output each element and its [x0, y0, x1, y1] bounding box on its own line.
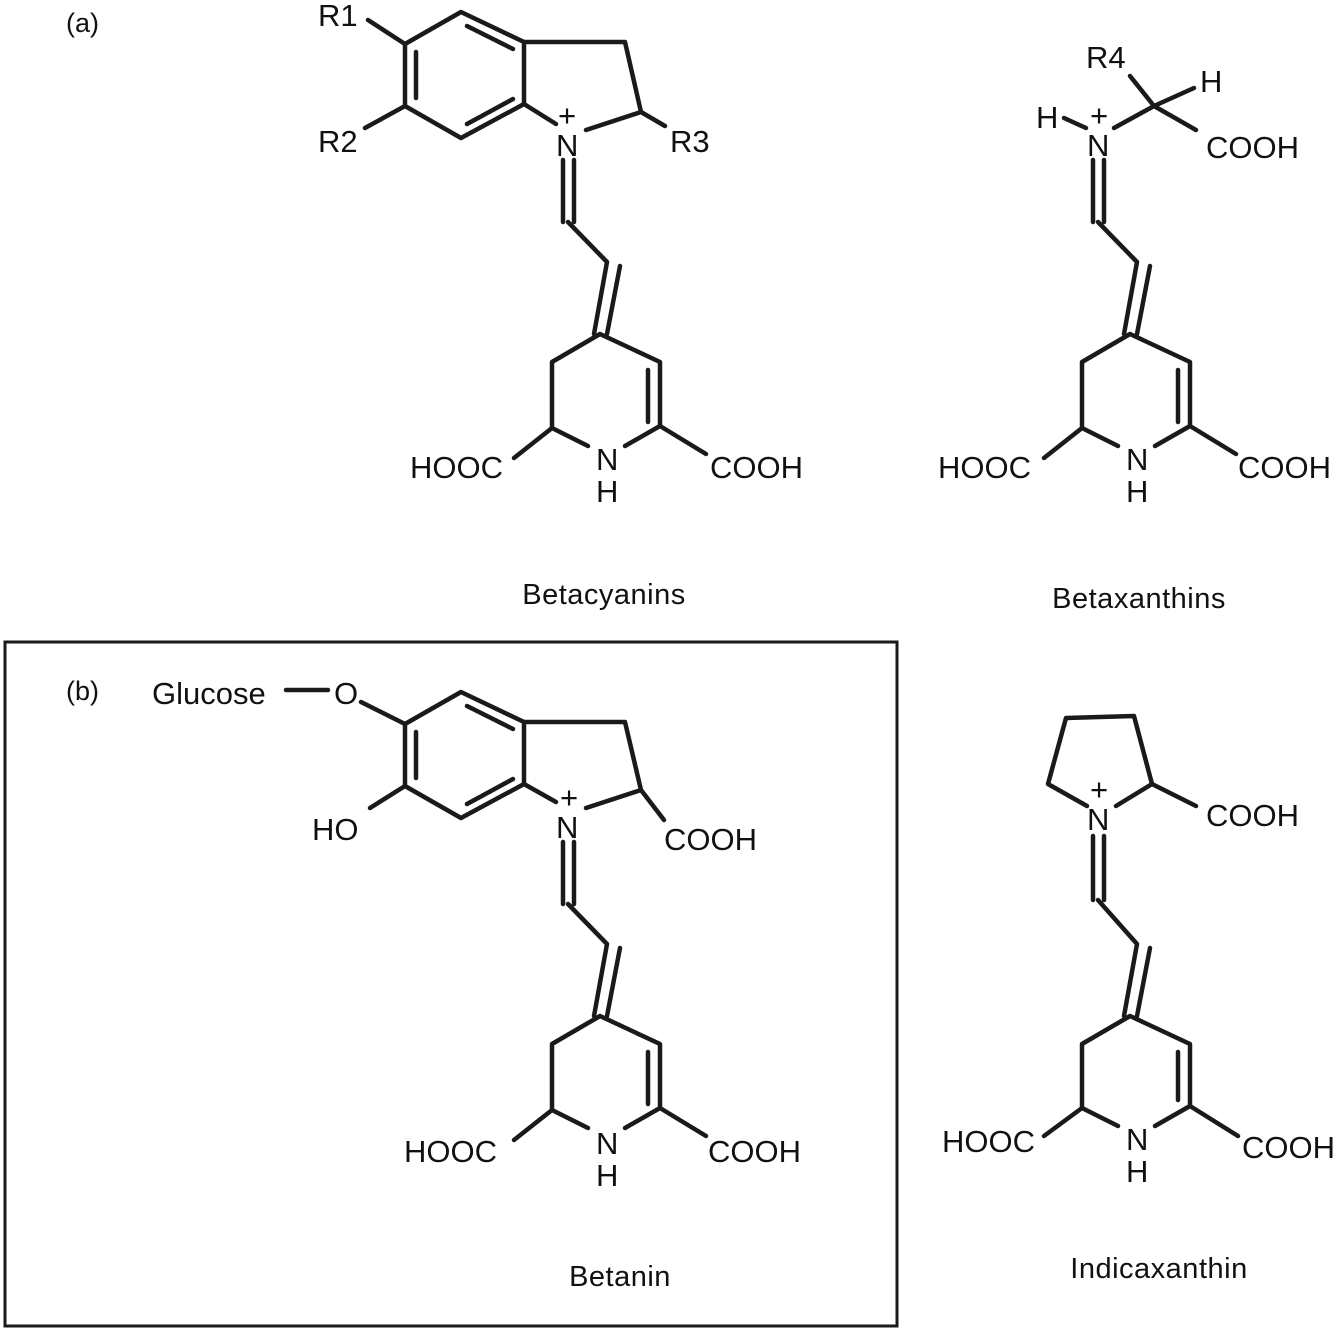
betanin-caption: Betanin: [569, 1261, 671, 1293]
betanin-o-label: O: [334, 676, 358, 711]
betanin-glucose-bond: [283, 687, 408, 727]
betacyanins-r3-label: R3: [670, 124, 710, 159]
indicaxanthin-nh-n-label: N: [1126, 1122, 1148, 1157]
betacyanins-cooh-label: COOH: [710, 450, 803, 485]
betaxanthins-side-cooh-label: COOH: [1206, 130, 1299, 165]
betacyanins-n-double-bond: [560, 157, 577, 225]
betaxanthins-structure: R4 H H N + COOH HOOC COOH N H Betaxanthi…: [938, 40, 1331, 615]
betanin-benzene-inner-bonds: [413, 703, 516, 807]
indicaxanthin-nh-h-label: H: [1126, 1154, 1148, 1189]
indicaxanthin-pyrrolidine-ring: [1045, 713, 1155, 809]
indicaxanthin-n-plus-label: N: [1087, 802, 1109, 837]
betanin-n-double-bond: [560, 839, 577, 907]
betanin-hooc-label: HOOC: [404, 1134, 497, 1169]
indicaxanthin-carboxyl-bonds: [1041, 1103, 1241, 1139]
betaxanthins-n-double-bond: [1090, 157, 1107, 225]
betacyanins-r1-label: R1: [318, 0, 358, 33]
betacyanins-pyrroline-ring: [521, 39, 644, 133]
betacyanins-hooc-label: HOOC: [410, 450, 503, 485]
betaxanthins-nh-n-label: N: [1126, 442, 1148, 477]
betacyanins-r2-label: R2: [318, 124, 358, 159]
betacyanins-charge-label: +: [558, 98, 576, 133]
betacyanins-caption: Betacyanins: [522, 579, 686, 611]
betanin-pyrroline-ring: [521, 719, 644, 811]
betanin-dihydropyridine-ring: [549, 1013, 663, 1131]
betanin-benzene-ring: [402, 689, 527, 821]
indicaxanthin-cooh-label: COOH: [1242, 1130, 1335, 1165]
betanin-nh-n-label: N: [596, 1126, 618, 1161]
panel-label-a: (a): [66, 8, 99, 38]
betanin-cooh-label: COOH: [708, 1134, 801, 1169]
betaxanthins-hooc-label: HOOC: [938, 450, 1031, 485]
betacyanins-carboxyl-bonds: [511, 423, 709, 461]
betacyanins-nh-h-label: H: [596, 474, 618, 509]
betanin-side-cooh-label: COOH: [664, 822, 757, 857]
betacyanins-polyene-chain: [565, 219, 623, 337]
panel-b-frame: [3, 640, 899, 1328]
betanin-ho-label: HO: [312, 812, 359, 847]
betanin-structure: Glucose O HO N + COOH HOOC COOH N H Beta…: [152, 676, 801, 1293]
indicaxanthin-polyene-chain: [1095, 897, 1153, 1019]
indicaxanthin-dihydropyridine-ring: [1079, 1013, 1193, 1129]
betacyanins-dihydropyridine-ring: [549, 331, 663, 449]
betanin-substituent-bonds: [367, 783, 667, 823]
indicaxanthin-charge-label: +: [1090, 772, 1108, 807]
indicaxanthin-n-double-bond: [1090, 833, 1107, 903]
betaxanthins-n-plus-label: N: [1087, 128, 1109, 163]
betacyanins-benzene-ring: [402, 9, 527, 141]
betaxanthins-h-top-label: H: [1200, 64, 1222, 99]
betaxanthins-charge-label: +: [1090, 98, 1108, 133]
indicaxanthin-caption: Indicaxanthin: [1070, 1253, 1247, 1285]
betanin-glucose-label: Glucose: [152, 676, 266, 711]
betacyanins-r-bonds: [362, 17, 668, 131]
panel-label-b: (b): [66, 676, 99, 706]
betaxanthins-carboxyl-bonds: [1041, 423, 1239, 461]
indicaxanthin-structure: N + COOH HOOC COOH N H Indicaxanthin: [942, 713, 1335, 1285]
betanin-carboxyl-bonds: [511, 1105, 709, 1143]
betaxanthins-dihydropyridine-ring: [1079, 331, 1193, 449]
indicaxanthin-side-cooh-label: COOH: [1206, 798, 1299, 833]
betaxanthins-r4-label: R4: [1086, 40, 1126, 75]
betaxanthins-h-left-label: H: [1036, 100, 1058, 135]
betacyanins-benzene-inner-bonds: [413, 23, 516, 127]
betanin-nh-h-label: H: [596, 1158, 618, 1193]
betacyanins-structure: R1 R2 R3 N + HOOC COOH N H Betacyanins: [318, 0, 803, 611]
betaxanthins-cooh-label: COOH: [1238, 450, 1331, 485]
betaxanthins-nh-h-label: H: [1126, 474, 1148, 509]
betanin-n-plus-label: N: [556, 810, 578, 845]
betaxanthins-amine-bonds: [1061, 73, 1199, 133]
indicaxanthin-side-bond: [1149, 781, 1199, 809]
betanin-charge-label: +: [560, 780, 578, 815]
betacyanins-nh-n-label: N: [596, 442, 618, 477]
betanin-polyene-chain: [565, 901, 623, 1019]
betaxanthins-polyene-chain: [1095, 219, 1153, 337]
indicaxanthin-hooc-label: HOOC: [942, 1124, 1035, 1159]
betacyanins-n-plus-label: N: [556, 128, 578, 163]
betaxanthins-caption: Betaxanthins: [1052, 583, 1226, 615]
